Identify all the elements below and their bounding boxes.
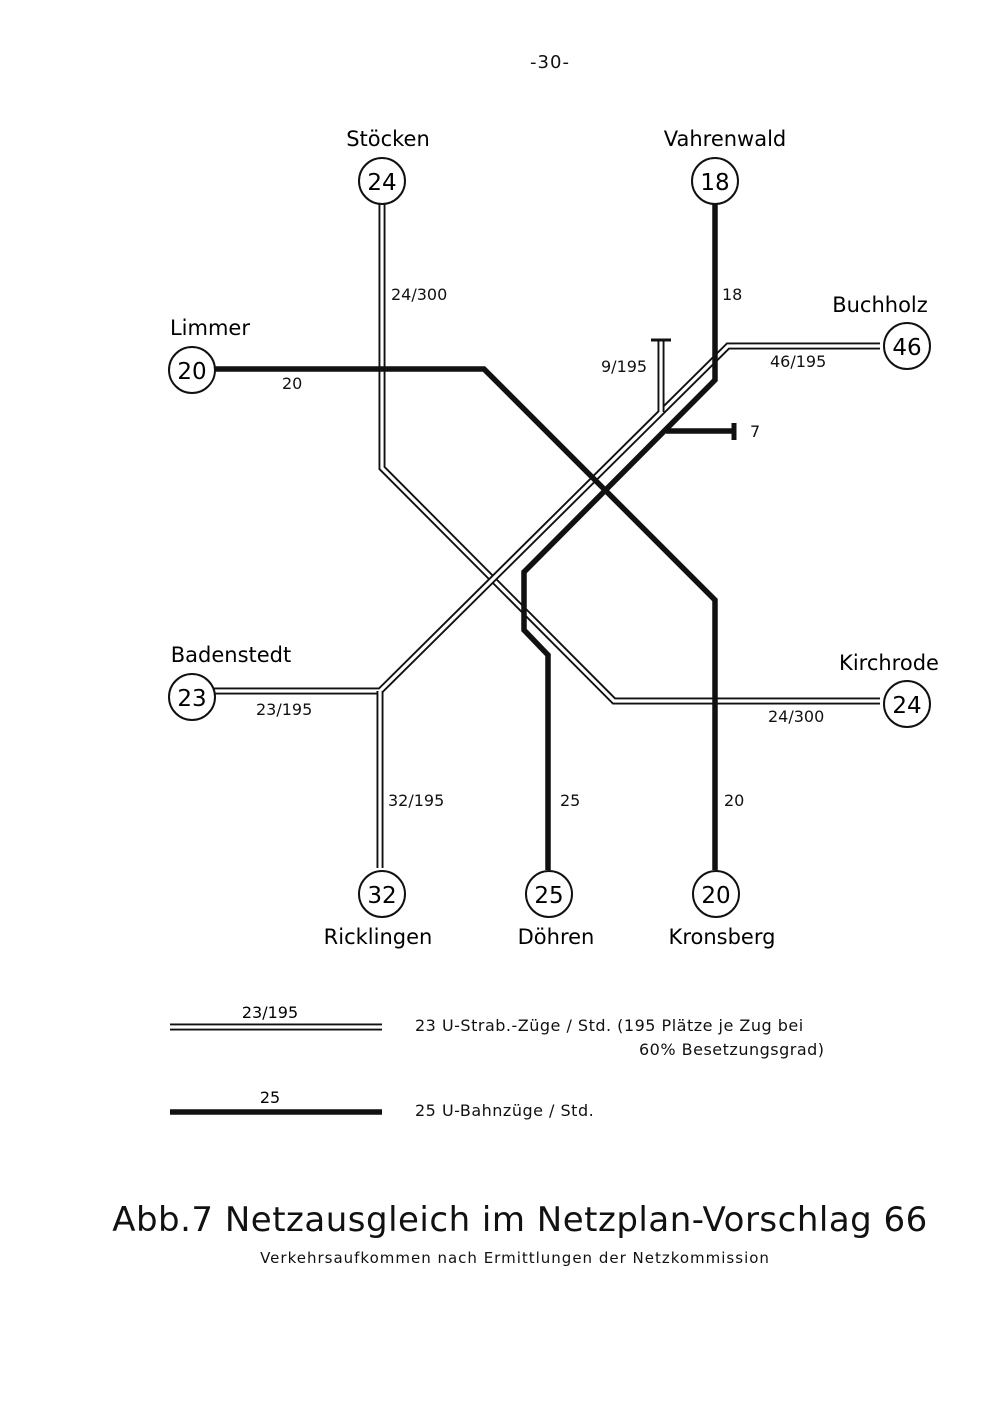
line-label-stoecken: 24/300: [391, 285, 447, 304]
station-kirchrode: 24 Kirchrode: [839, 651, 939, 728]
station-stoecken: 24 Stöcken: [346, 127, 430, 205]
station-limmer: 20 Limmer: [168, 316, 250, 394]
line-label-kirchrode: 24/300: [768, 707, 824, 726]
station-name: Döhren: [518, 925, 595, 949]
line-label-badenstedt: 23/195: [256, 700, 312, 719]
line-label-branch-9: 9/195: [601, 357, 647, 376]
station-name: Limmer: [170, 316, 250, 340]
station-kronsberg: 20 Kronsberg: [669, 870, 776, 949]
ubahn-route-limmer-kronsberg: [214, 366, 718, 870]
tram-branch-9-195: [651, 338, 671, 412]
station-buchholz: 46 Buchholz: [832, 293, 931, 370]
legend-tram-description: 23 U-Strab.-Züge / Std. (195 Plätze je Z…: [415, 1016, 804, 1035]
station-name: Ricklingen: [324, 925, 433, 949]
line-label-ricklingen: 32/195: [388, 791, 444, 810]
figure-subtitle: Verkehrsaufkommen nach Ermittlungen der …: [260, 1249, 770, 1267]
legend-tram-description-2: 60% Besetzungsgrad): [639, 1040, 825, 1059]
figure-title: Abb.7 Netzausgleich im Netzplan-Vorschla…: [112, 1200, 928, 1240]
tram-route-buchholz-badenstedt: [214, 342, 880, 695]
station-vahrenwald: 18 Vahrenwald: [664, 127, 787, 205]
line-label-vahrenwald: 18: [722, 285, 742, 304]
line-label-spur-7: 7: [750, 422, 760, 441]
line-label-buchholz: 46/195: [770, 352, 826, 371]
station-name: Kirchrode: [839, 651, 939, 675]
station-ricklingen: 32 Ricklingen: [324, 870, 433, 949]
station-value: 32: [367, 883, 396, 909]
line-label-doehren: 25: [560, 791, 580, 810]
line-label-limmer: 20: [282, 374, 302, 393]
line-label-kronsberg: 20: [724, 791, 744, 810]
legend-tram-sample-label: 23/195: [242, 1003, 298, 1022]
station-value: 46: [892, 335, 921, 361]
station-value: 24: [892, 693, 921, 719]
station-value: 24: [367, 170, 396, 196]
legend-ubahn-sample-label: 25: [260, 1088, 280, 1107]
station-name: Kronsberg: [669, 925, 776, 949]
ubahn-spur-7: [666, 423, 737, 440]
tram-route-stoecken-kirchrode: [378, 204, 880, 705]
station-name: Stöcken: [346, 127, 430, 151]
station-value: 23: [177, 686, 206, 712]
station-name: Badenstedt: [171, 643, 292, 667]
station-name: Buchholz: [832, 293, 928, 317]
legend-ubahn-description: 25 U-Bahnzüge / Std.: [415, 1101, 595, 1120]
station-value: 20: [177, 359, 206, 385]
station-name: Vahrenwald: [664, 127, 787, 151]
station-badenstedt: 23 Badenstedt: [168, 643, 292, 721]
station-value: 18: [700, 170, 729, 196]
station-value: 25: [534, 883, 563, 909]
ubahn-route-vahrenwald-doehren: [521, 204, 718, 870]
station-doehren: 25 Döhren: [518, 870, 595, 949]
station-value: 20: [701, 883, 730, 909]
page-number: -30-: [530, 52, 570, 73]
